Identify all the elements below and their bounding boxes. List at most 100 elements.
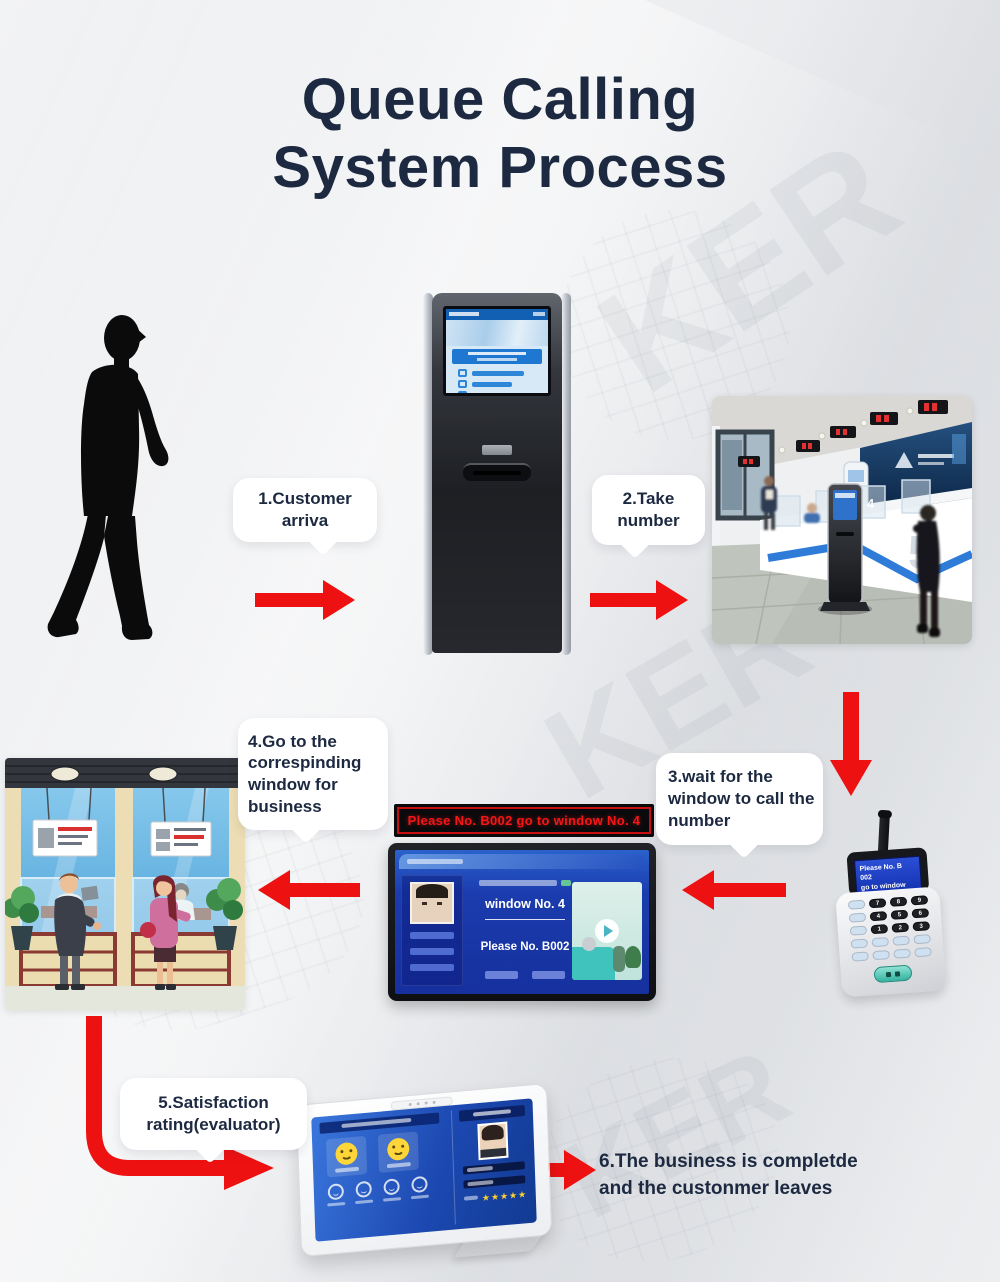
counter-right [131, 932, 231, 988]
smiley-icon [335, 1141, 358, 1166]
staff-info-header [458, 1104, 526, 1122]
queue-tv-display: window No. 4 Please No. B002 [388, 843, 656, 1001]
floor [5, 986, 245, 1010]
bank-teller [804, 503, 820, 523]
kiosk-menu-row [458, 391, 538, 393]
led-inner-border: Please No. B002 go to window No. 4 [397, 807, 651, 834]
staff-info-bar [410, 964, 454, 971]
bank-hall-photo: 4 5 [712, 396, 972, 644]
arrow-down-bank-to-pager [830, 692, 872, 796]
rating-option [326, 1183, 346, 1207]
column [115, 788, 133, 986]
staff-face [412, 884, 452, 922]
arrow-kiosk-to-bank [590, 580, 690, 620]
glass-window-number: 4 [867, 496, 875, 511]
ticket-kiosk [423, 293, 571, 655]
tv-divider [485, 919, 565, 920]
customer-man [54, 873, 101, 990]
plant-left [5, 886, 39, 950]
kiosk-screen [443, 306, 551, 396]
staff-id-field [463, 1175, 526, 1189]
completion-text: 6.The business is completde and the cust… [599, 1149, 858, 1203]
smiley-satisfied [377, 1131, 419, 1173]
small-rating-row [326, 1174, 446, 1207]
pager-key-row [851, 947, 932, 962]
bank-windows-scene [5, 758, 245, 1010]
staff-photo-small [477, 1121, 509, 1161]
rating-option [353, 1180, 373, 1205]
title-line-2: System Process [272, 134, 728, 200]
speech-bubble-step4: 4.Go to the correspinding window for bus… [238, 718, 388, 830]
stars-value: ★★★★★ [481, 1189, 528, 1204]
tv-window-label: window No. 4 [485, 897, 565, 911]
star-rating: ★★★★★ [463, 1189, 528, 1206]
completion-line-1: 6.The business is completde [599, 1151, 858, 1172]
ceiling-led-displays [738, 400, 948, 467]
hanging-sign-left [32, 819, 98, 857]
pager-key-row: 7 8 9 [847, 895, 929, 910]
bank-customer-right [913, 505, 940, 637]
smiley-very-satisfied [326, 1135, 368, 1178]
staff-name-field [462, 1161, 525, 1175]
kiosk-screen-ui [446, 309, 548, 393]
bank-logo-text [918, 454, 954, 458]
tv-video-thumbnail [572, 882, 642, 980]
step5-label: 5.Satisfaction rating(evaluator) [146, 1093, 281, 1134]
kiosk-ui-header [446, 309, 548, 320]
kiosk-right-rail [561, 293, 571, 655]
title-line-1: Queue Calling [301, 67, 699, 132]
staff-info-bar [410, 948, 454, 955]
ceiling [5, 758, 245, 788]
pager-key-2: 2 [891, 922, 910, 933]
tv-screen: window No. 4 Please No. B002 [395, 850, 649, 994]
speech-bubble-step2: 2.Take number [592, 475, 705, 545]
step3-label: 3.wait for the window to call the number [668, 767, 815, 830]
bank-logo-icon [895, 452, 913, 468]
completion-line-2: and the custonmer leaves [599, 1177, 833, 1199]
speech-bubble-step1: 1.Customer arriva [233, 478, 377, 542]
kiosk-body [432, 293, 562, 653]
speech-bubble-step3: 3.wait for the window to call the number [656, 753, 823, 845]
watermark-text: KER [544, 1024, 808, 1243]
tablet-frame: ★★★★★ [295, 1082, 553, 1258]
bank-hall-scene: 4 5 [712, 396, 972, 644]
step4-label: 4.Go to the correspinding window for bus… [248, 731, 362, 816]
pager-call-button [873, 964, 913, 984]
ceiling-spotlights [778, 407, 914, 454]
screen-divider [450, 1110, 456, 1225]
pager-key-4: 4 [869, 911, 888, 922]
arrow-display-to-window [258, 870, 360, 910]
bank-customer-left [761, 476, 777, 530]
rating-option [381, 1178, 401, 1202]
pager-key-7: 7 [868, 898, 887, 909]
pager-key-3: 3 [912, 921, 931, 932]
speech-bubble-step5: 5.Satisfaction rating(evaluator) [120, 1078, 307, 1150]
pager-key-1: 1 [870, 924, 889, 935]
walking-customer-silhouette [42, 310, 192, 645]
pager-key-8: 8 [889, 896, 908, 907]
counter-glass-partitions [773, 479, 931, 527]
bank-windows-illustration [5, 758, 245, 1010]
pager-key-9: 9 [910, 895, 929, 906]
pager-key-row: 4 5 6 [848, 908, 930, 923]
plant-right [206, 878, 243, 950]
hanging-sign-right [150, 821, 212, 857]
tablet-screen: ★★★★★ [311, 1098, 537, 1242]
kiosk-printer-slot [463, 463, 531, 481]
tv-staff-panel [401, 875, 463, 986]
pager-key-6: 6 [911, 908, 930, 919]
bank-queue-kiosk [820, 483, 870, 611]
staff-info-bar [410, 932, 454, 939]
smiley-icon [386, 1137, 410, 1162]
step2-label: 2.Take number [617, 489, 680, 530]
sign-wires [46, 787, 206, 823]
staff-photo [410, 882, 454, 924]
page-title: Queue Calling System Process [0, 66, 1000, 202]
bank-glow-sign [952, 434, 966, 464]
step1-label: 1.Customer arriva [258, 489, 352, 530]
tv-ticket-label: Please No. B002 [480, 941, 570, 953]
pager-key-row: 1 2 3 [849, 921, 931, 936]
arrow-pager-to-display [682, 870, 786, 910]
bank-blue-wall [860, 422, 972, 508]
